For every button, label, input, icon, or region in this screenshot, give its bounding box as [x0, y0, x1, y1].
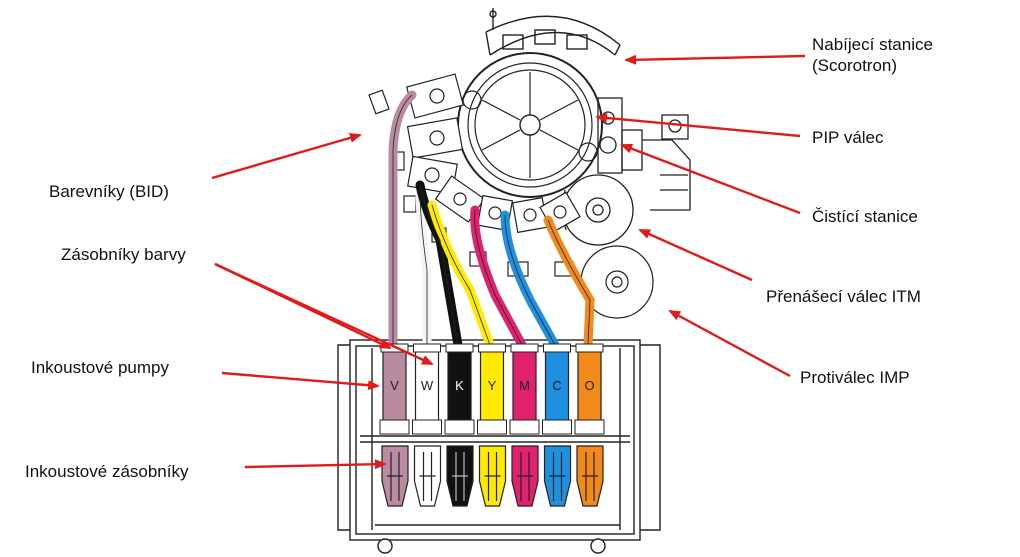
- tank-siphon: [582, 452, 598, 501]
- ink-container-cap: [478, 343, 506, 353]
- label-charging-station-line2: (Scorotron): [812, 56, 898, 75]
- tank-siphon: [484, 452, 501, 501]
- arrow-charging-station: [624, 54, 806, 65]
- tank-siphon: [517, 452, 533, 501]
- label-charging-station: Nabíjecí stanice (Scorotron): [812, 34, 933, 76]
- ink-pump: [379, 419, 410, 435]
- arrow-ink-containers-2: [214, 262, 434, 366]
- arrow-impression: [668, 309, 791, 378]
- ink-pump: [412, 419, 442, 435]
- ink-letter-k: K: [455, 378, 464, 393]
- hose-o: [543, 215, 595, 350]
- label-bid: Barevníky (BID): [49, 182, 169, 201]
- ink-container-cap: [445, 343, 474, 353]
- label-pip-cylinder: PIP válec: [812, 128, 884, 147]
- tank-siphon: [549, 452, 566, 501]
- hose-outlines: [392, 94, 591, 346]
- ink-pump: [509, 419, 540, 435]
- arrow-ink-pumps: [221, 371, 380, 391]
- ink-pump: [477, 419, 507, 435]
- ink-letter-o: O: [584, 378, 594, 393]
- ink-letter-m: M: [519, 378, 530, 393]
- label-ink-pumps: Inkoustové pumpy: [31, 358, 169, 377]
- ink-pump: [574, 419, 605, 435]
- ink-container-cap: [413, 343, 441, 353]
- arrow-pip-cylinder: [595, 112, 801, 138]
- ink-pump: [444, 419, 475, 435]
- label-cleaning-station: Čistící stanice: [812, 207, 918, 226]
- ink-letter-y: Y: [488, 378, 497, 393]
- ink-container-cap: [575, 343, 604, 353]
- pip-cylinder: [457, 52, 603, 198]
- ink-letter-v: V: [390, 378, 399, 393]
- arrow-ink-tanks: [244, 459, 387, 470]
- ink-tanks: [381, 445, 604, 507]
- tank-siphon: [387, 452, 403, 501]
- tank-siphon: [452, 452, 468, 501]
- arrow-cleaning-station: [620, 143, 801, 215]
- label-ink-containers: Zásobníky barvy: [61, 245, 186, 264]
- ink-container-cap: [543, 343, 571, 353]
- label-impression: Protiválec IMP: [800, 368, 910, 387]
- pointer-arrows: [211, 54, 806, 470]
- tank-siphon: [419, 452, 436, 501]
- label-charging-station-line1: Nabíjecí stanice: [812, 35, 933, 54]
- ink-letter-c: C: [552, 378, 561, 393]
- ink-container-cap: [510, 343, 539, 353]
- ink-pump: [542, 419, 572, 435]
- cleaning-station: [597, 97, 691, 211]
- charging-station: [485, 8, 621, 56]
- arrow-itm: [638, 228, 753, 282]
- press-wheels: [377, 538, 606, 554]
- ink-letter-w: W: [421, 378, 434, 393]
- arrow-bid: [211, 132, 362, 180]
- label-ink-tanks: Inkoustové zásobníky: [25, 462, 189, 481]
- label-itm: Přenášecí válec ITM: [766, 287, 921, 306]
